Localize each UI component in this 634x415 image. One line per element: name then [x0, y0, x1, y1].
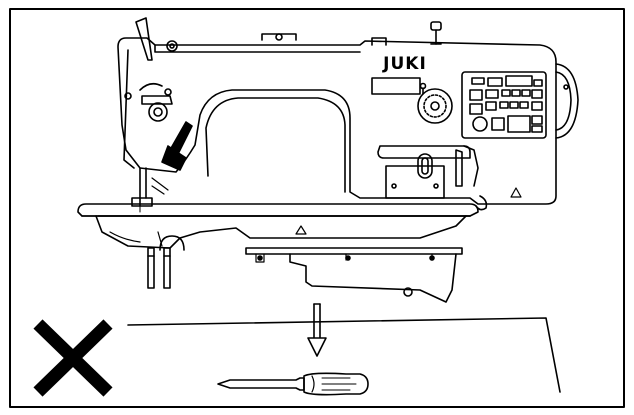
- top-cap-screw-icon: [275, 33, 283, 41]
- stitch-length-dial-icon: [417, 82, 453, 124]
- brand-logo: JUKI: [382, 54, 427, 74]
- oil-window-icon: [417, 153, 433, 179]
- panel-display: [505, 75, 533, 87]
- floor-line: [127, 317, 561, 393]
- sewing-machine: JUKI: [77, 17, 579, 303]
- bed-caution-triangle-icon: [295, 225, 307, 235]
- reverse-lever: [377, 145, 479, 187]
- knee-lifter-stud: [475, 195, 488, 211]
- spool-pin-base: [371, 37, 387, 46]
- head-face-plate: [123, 49, 135, 169]
- top-cover-line: [154, 44, 361, 53]
- screwdriver-icon: [217, 372, 369, 396]
- side-cover: [385, 153, 445, 199]
- tension-knob-upper-icon: [166, 40, 178, 52]
- arm-inner-curve: [205, 97, 346, 193]
- panel-knob-icon: [472, 116, 488, 132]
- operation-panel: [461, 71, 547, 139]
- down-arrow-icon: [307, 303, 327, 357]
- figure-frame: [9, 8, 625, 408]
- bed-hinges: [147, 235, 185, 289]
- thread-take-up-lever: [135, 17, 153, 61]
- label-plate: [371, 77, 421, 95]
- machine-bed: [77, 195, 488, 249]
- spool-pin: [430, 21, 442, 45]
- cross-mark-icon: [33, 319, 113, 397]
- caution-triangle-icon: [510, 187, 522, 198]
- oil-pan: [245, 247, 463, 303]
- tension-disc-icon: [148, 102, 168, 122]
- tension-bracket: [141, 95, 173, 105]
- handwheel: [555, 63, 579, 139]
- thread-guide: [139, 82, 163, 91]
- machine-body: [117, 37, 557, 205]
- top-cap: [261, 33, 297, 41]
- wiper-solenoid: [161, 145, 187, 171]
- thread-path: [151, 177, 169, 195]
- machine-head: [123, 17, 193, 213]
